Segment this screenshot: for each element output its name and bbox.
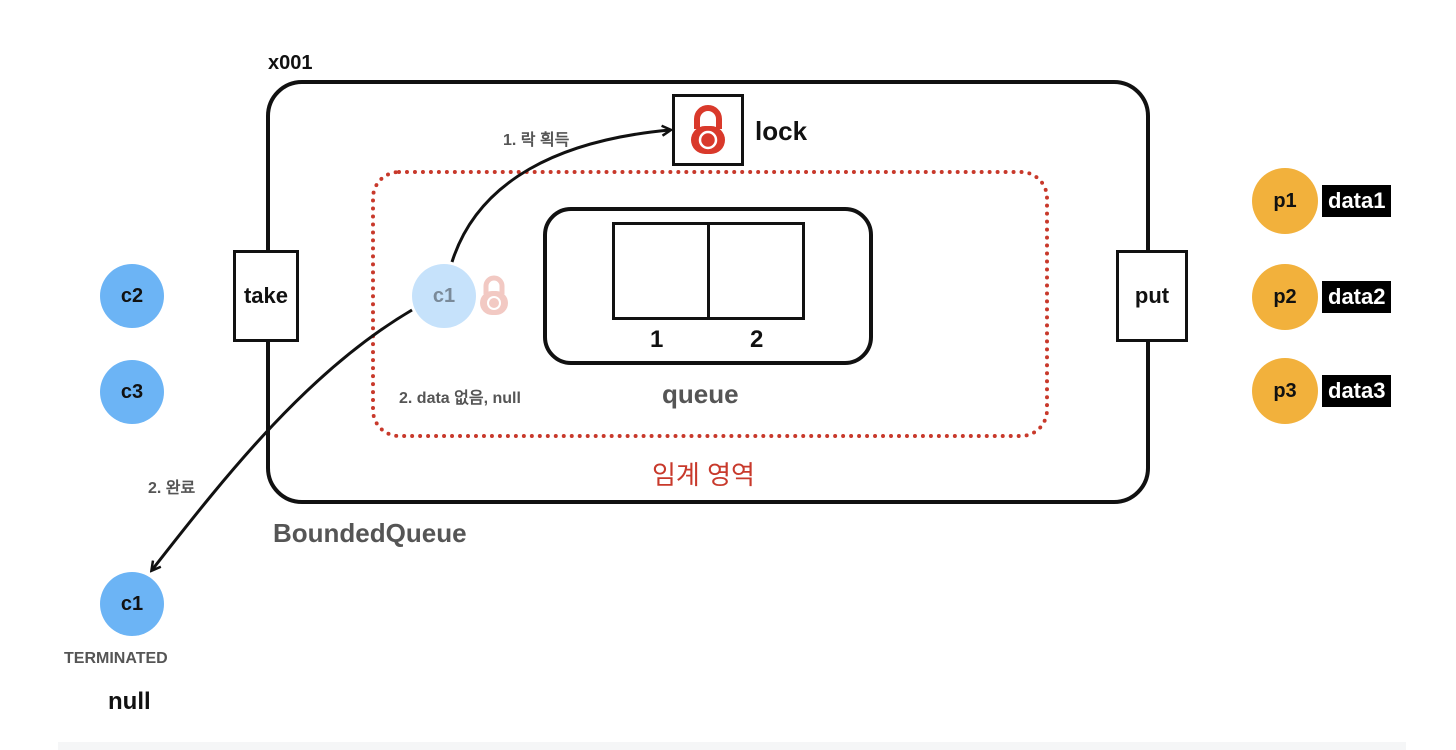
producer-data2: data2 [1322, 281, 1392, 313]
step-done-label: 2. 완료 [148, 480, 196, 497]
consumer-c3: c3 [100, 360, 164, 424]
lock-label: lock [755, 116, 808, 146]
queue-slot-2-label: 2 [750, 326, 764, 353]
step-acquire-label: 1. 락 획득 [503, 132, 570, 149]
consumer-c2: c2 [100, 264, 164, 328]
producer-data1: data1 [1322, 185, 1392, 217]
critical-section-box [371, 170, 1049, 438]
producer-p3: p3 [1252, 358, 1318, 424]
consumer-c1-terminated: c1 [100, 572, 164, 636]
queue-label: queue [662, 379, 739, 409]
step-no-data-label: 2. data 없음, null [399, 390, 521, 407]
queue-slot-1 [612, 222, 710, 320]
queue-slot-1-label: 1 [650, 326, 664, 353]
terminated-label: TERMINATED [64, 650, 168, 667]
producer-data3: data3 [1322, 375, 1392, 407]
faded-padlock-icon [480, 275, 508, 315]
producer-p1: p1 [1252, 168, 1318, 234]
take-gate: take [233, 250, 299, 342]
put-gate: put [1116, 250, 1188, 342]
bounded-queue-label: BoundedQueue [273, 518, 467, 548]
queue-slot-2 [707, 222, 805, 320]
address-label: x001 [268, 52, 313, 74]
padlock-icon [691, 105, 725, 154]
footer-band [58, 742, 1406, 750]
lock-box [672, 94, 744, 166]
null-result-label: null [108, 688, 151, 715]
consumer-c1-inside: c1 [412, 264, 476, 328]
producer-p2: p2 [1252, 264, 1318, 330]
critical-section-label: 임계 영역 [652, 460, 755, 490]
